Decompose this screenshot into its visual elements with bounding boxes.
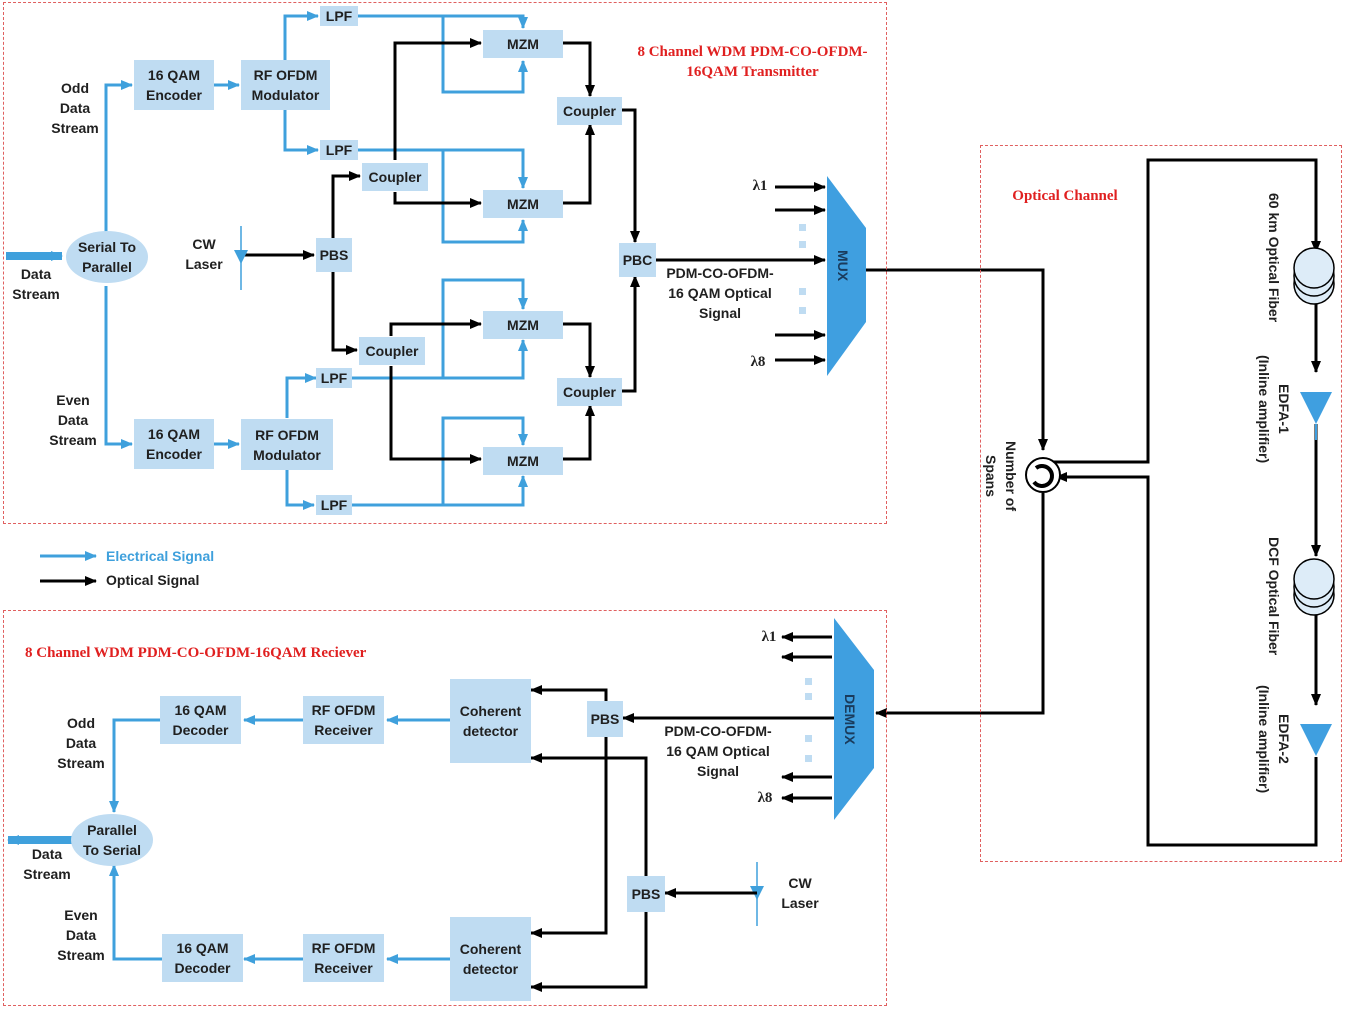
demux-label: DEMUX: [842, 694, 858, 745]
fiber-1-label: 60 km Optical Fiber: [1266, 193, 1282, 323]
fiber-spool-2: [1293, 558, 1335, 616]
tx-lambda-8: λ8: [750, 354, 766, 370]
lpf-1: LPF: [320, 6, 358, 26]
mzm-4: MZM: [483, 447, 563, 475]
rx-electrical-lines: [7, 715, 450, 964]
transmitter-region: [3, 2, 887, 524]
edfa-2-shape: [1300, 724, 1332, 756]
tx-optical-lines: [241, 38, 1048, 464]
coupler-split-bottom: Coupler: [359, 337, 425, 365]
legend-electrical: Electrical Signal: [106, 548, 215, 564]
rx-optical-lines: [530, 632, 834, 992]
rx-pbs-signal: PBS: [587, 701, 623, 737]
edfa-2-label: EDFA-2(Inline amplifier): [1256, 684, 1292, 794]
mzm-3: MZM: [483, 311, 563, 339]
tx-cw-laser-symbol: [234, 226, 248, 290]
lpf-2: LPF: [320, 140, 358, 160]
fiber-spool-1: [1293, 247, 1335, 305]
edfa-1-shape: [1300, 392, 1332, 424]
rx-lambda-8: λ8: [757, 790, 773, 806]
channel-lines: [875, 158, 1321, 847]
coupler-split-top: Coupler: [362, 163, 428, 191]
mux-channel-dots: [799, 224, 806, 314]
tx-pbc: PBC: [619, 243, 656, 277]
coupler-combine-top: Coupler: [557, 97, 622, 125]
coupler-combine-bottom: Coupler: [557, 378, 622, 406]
spans-circulator: [1025, 457, 1061, 493]
receiver-title: 8 Channel WDM PDM-CO-OFDM-16QAM Reciever: [25, 645, 367, 661]
mux-shape: [827, 176, 866, 376]
edfa-1-label: EDFA-1(Inline amplifier): [1256, 354, 1292, 464]
rx-pbs-lo: PBS: [627, 876, 665, 912]
optical-channel-region: [980, 145, 1342, 862]
tx-lambda-1: λ1: [752, 178, 768, 194]
demux-shape: [834, 618, 874, 820]
transmitter-title: 8 Channel WDM PDM-CO-OFDM-16QAM Transmit…: [637, 44, 868, 80]
tx-pbs: PBS: [316, 238, 352, 272]
receiver-region: [3, 610, 887, 1006]
lpf-3: LPF: [316, 368, 352, 388]
fiber-2-label: DCF Optical Fiber: [1266, 536, 1282, 656]
mux-label: MUX: [835, 250, 851, 282]
mzm-1: MZM: [483, 30, 563, 58]
mzm-2: MZM: [483, 190, 563, 218]
lpf-4: LPF: [316, 495, 352, 515]
legend-optical: Optical Signal: [106, 572, 200, 588]
rx-lambda-1: λ1: [761, 629, 777, 645]
demux-channel-dots: [805, 678, 812, 762]
optical-channel-title: Optical Channel: [1012, 188, 1118, 204]
tx-electrical-lines: [6, 11, 528, 510]
